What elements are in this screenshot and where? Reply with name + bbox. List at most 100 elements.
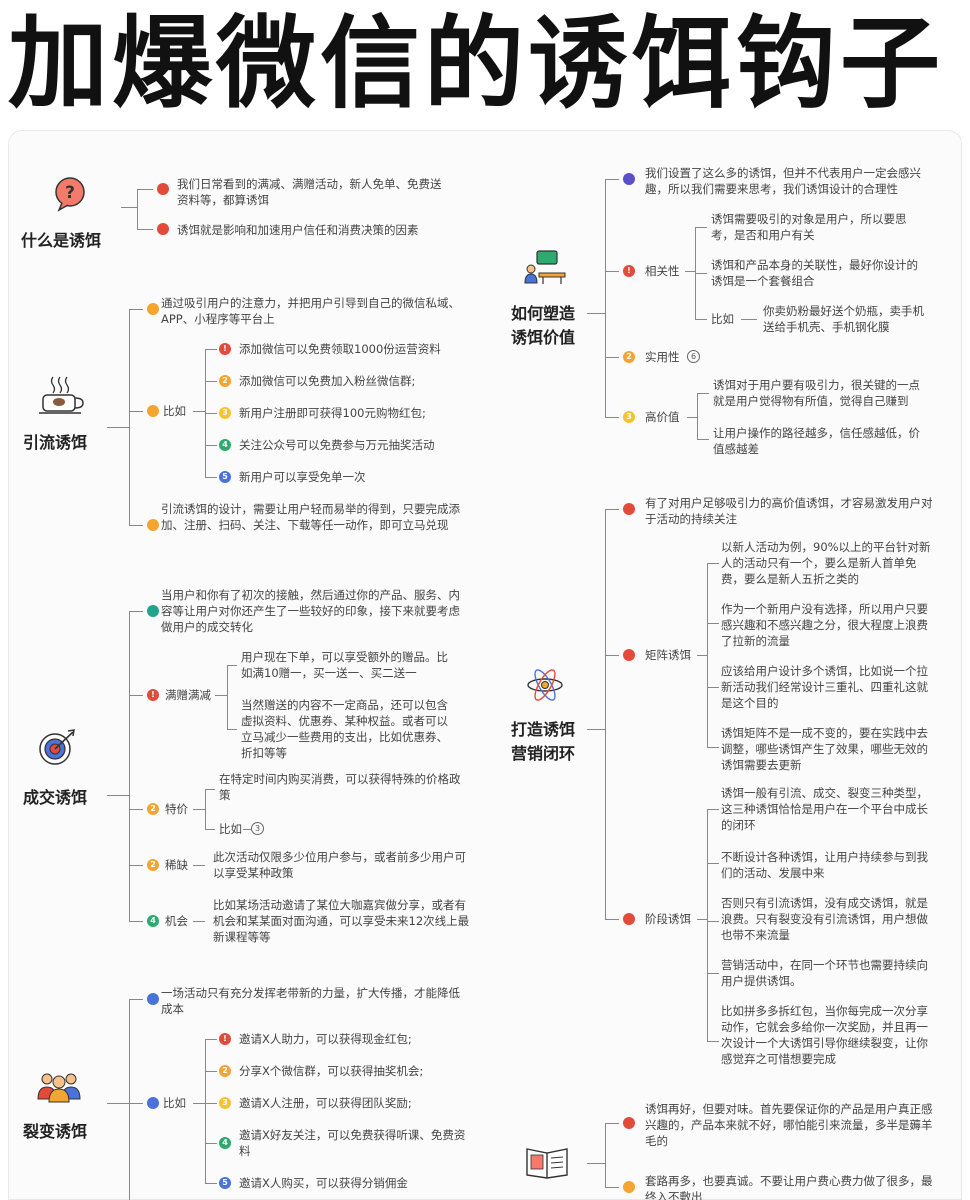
number-badge-1: ! (219, 343, 231, 355)
s3-b2-label: 特价 (165, 802, 188, 816)
s2-example-label: 比如 (163, 404, 186, 418)
bullet-icon (147, 519, 159, 531)
s3-b2-example-label: 比如 (219, 822, 242, 836)
s3-b1-item-1: 用户现在下单，可以享受额外的赠品。比如满10赠一，买一送一、买二送一 (241, 650, 448, 680)
s7-item-1: 诱饵再好，但要对味。首先要保证你的产品是用户真正感兴趣的，产品本来就不好，哪怕能… (645, 1102, 933, 1148)
number-badge-4: 4 (147, 915, 159, 927)
number-badge-4: 4 (219, 1137, 231, 1149)
s3-b3-item: 此次活动仅限多少位用户参与，或者前多少用户可以享受某种政策 (213, 850, 466, 880)
bullet-icon (147, 605, 159, 617)
mindmap-board: ? 什么是诱饵 我们日常看到的满减、满赠活动，新人免单、免费送资料等，都算诱饵 … (8, 130, 962, 1200)
s6-b1-item-2: 作为一个新用户没有选择，所以用户只要感兴趣和不感兴趣之分，很大程度上浪费了拉新的… (721, 602, 928, 648)
number-badge-2: 2 (623, 351, 635, 363)
presentation-meeting-icon (524, 250, 566, 284)
s3-b3-label: 稀缺 (165, 858, 188, 872)
s4-example-2: 分享X个微信群，可以获得抽奖机会; (239, 1064, 424, 1078)
s7-item-2: 套路再多，也要真诚。不要让用户费心费力做了很多，最终入不敷出 (645, 1174, 933, 1200)
number-badge-5: 5 (219, 1177, 231, 1189)
bullet-icon (623, 503, 635, 515)
page-title: 加爆微信的诱饵钩子 (8, 5, 944, 122)
s6-b2-item-1: 诱饵一般有引流、成交、裂变三种类型，这三种诱饵恰恰是用户在一个平台中成长的闭环 (721, 786, 928, 832)
s5-intro: 我们设置了这么多的诱饵，但并不代表用户一定会感兴趣，所以我们需要来思考，我们诱饵… (645, 166, 921, 196)
section-title-shape-value-l2: 诱饵价值 (511, 328, 576, 347)
section-title-closed-loop-l1: 打造诱饵 (511, 720, 576, 739)
target-icon (39, 729, 75, 765)
s3-b1-label: 满赠满减 (165, 688, 211, 702)
s5-b2-count-badge: 6 (687, 350, 700, 363)
s5-b1-example: 你卖奶粉最好送个奶瓶，卖手机送给手机壳、手机钢化膜 (763, 304, 924, 334)
bullet-icon (623, 173, 635, 185)
number-badge-2: 2 (219, 1065, 231, 1077)
section-title-closed-loop-l2: 营销闭环 (511, 744, 576, 763)
bullet-icon (147, 405, 159, 417)
s3-b1-item-2: 当然赠送的内容不一定商品，还可以包含虚拟资料、优惠券、某种权益。或者可以立马减少… (241, 698, 448, 760)
section-title-traffic-bait: 引流诱饵 (23, 433, 88, 452)
number-badge-1: ! (147, 689, 159, 701)
s6-b2-item-2: 不断设计各种诱饵，让用户持续参与到我们的活动、发展中来 (721, 850, 928, 880)
question-icon: ? (55, 177, 85, 212)
s5-b1-item-2: 诱饵和产品本身的关联性，最好你设计的诱饵是一个套餐组合 (711, 258, 918, 288)
s6-b1-item-1: 以新人活动为例，90%以上的平台针对新人的活动只有一个，要么是新人首单免费，要么… (721, 540, 931, 586)
number-badge-3: 3 (219, 407, 231, 419)
s4-example-4: 邀请X好友关注，可以免费获得听课、免费资料 (239, 1128, 466, 1158)
number-badge-3: 3 (219, 1097, 231, 1109)
s4-example-1: 邀请X人助力，可以获得现金红包; (239, 1032, 412, 1046)
people-group-icon (37, 1073, 81, 1103)
s2-example-2: 添加微信可以免费加入粉丝微信群; (239, 374, 416, 388)
s3-b2-item: 在特定时间内购买消费，可以获得特殊的价格政策 (219, 772, 461, 802)
s2-example-3: 新用户注册即可获得100元购物红包; (239, 406, 426, 420)
number-badge-1: ! (623, 265, 635, 277)
section-title-shape-value-l1: 如何塑造 (511, 304, 576, 323)
s5-b2-label: 实用性 (645, 350, 680, 364)
s4-example-5: 邀请X人购买，可以获得分销佣金 (239, 1176, 408, 1190)
s3-b4-label: 机会 (165, 914, 188, 928)
s1-item-2: 诱饵就是影响和加速用户信任和消费决策的因素 (177, 223, 419, 237)
section-title-what-is-bait: 什么是诱饵 (21, 231, 102, 250)
svg-text:?: ? (65, 183, 75, 203)
s6-b2-label: 阶段诱饵 (645, 912, 691, 926)
s4-example-label: 比如 (163, 1096, 186, 1110)
s2-example-4: 关注公众号可以免费参与万元抽奖活动 (239, 438, 435, 452)
s3-intro: 当用户和你有了初次的接触，然后通过你的产品、服务、内容等让用户对你还产生了一些较… (161, 588, 460, 634)
s6-b1-item-4: 诱饵矩阵不是一成不变的，要在实践中去调整，哪些诱饵产生了效果，哪些无效的诱饵需要… (721, 726, 928, 772)
number-badge-5: 5 (219, 471, 231, 483)
number-badge-2: 2 (219, 375, 231, 387)
s5-b1-label: 相关性 (645, 264, 680, 278)
number-badge-3: 2 (147, 859, 159, 871)
s5-b1-item-1: 诱饵需要吸引的对象是用户，所以要思考，是否和用户有关 (711, 212, 907, 242)
s6-b2-item-3: 否则只有引流诱饵，没有成交诱饵，就是浪费。只有裂变没有引流诱饵，用户想做也带不来… (721, 896, 928, 942)
number-badge-3: 3 (623, 411, 635, 423)
number-badge-4: 4 (219, 439, 231, 451)
s2-example-5: 新用户可以享受免单一次 (239, 470, 366, 484)
s5-b3-label: 高价值 (645, 410, 680, 424)
bullet-icon (623, 1117, 635, 1129)
coffee-cup-icon (39, 376, 84, 414)
bullet-icon (147, 303, 159, 315)
s6-b1-item-3: 应该给用户设计多个诱饵，比如说一个拉新活动我们经常设计三重礼、四重礼这就是这个目… (721, 664, 928, 710)
section-title-deal-bait: 成交诱饵 (23, 788, 88, 807)
s6-b2-item-5: 比如拼多多拆红包，当你每完成一次分享动作，它就会多给你一次奖励，并且再一次设计一… (721, 1004, 928, 1066)
s6-b2-item-4: 营销活动中，在同一个环节也需要持续向用户提供诱饵。 (721, 958, 928, 988)
s1-item-1: 我们日常看到的满减、满赠活动，新人免单、免费送资料等，都算诱饵 (177, 177, 442, 207)
s5-b3-item-1: 诱饵对于用户要有吸引力，很关键的一点就是用户觉得物有所值，觉得自己赚到 (713, 378, 920, 408)
bullet-icon (157, 183, 169, 195)
s2-intro: 通过吸引用户的注意力，并把用户引导到自己的微信私域、APP、小程序等平台上 (161, 296, 460, 326)
s6-b1-label: 矩阵诱饵 (645, 648, 691, 662)
number-badge-2: 2 (147, 803, 159, 815)
s6-intro: 有了对用户足够吸引力的高价值诱饵，才容易激发用户对于活动的持续关注 (645, 496, 933, 526)
section-title-fission-bait: 裂变诱饵 (23, 1122, 88, 1141)
s2-outro: 引流诱饵的设计，需要让用户轻而易举的得到，只要完成添加、注册、扫码、关注、下载等… (161, 502, 460, 532)
bullet-icon (623, 913, 635, 925)
bullet-icon (157, 223, 169, 235)
s5-b3-item-2: 让用户操作的路径越多，信任感越低，价值感越差 (713, 426, 920, 456)
book-icon (526, 1148, 568, 1179)
bullet-icon (147, 1097, 159, 1109)
bullet-icon (147, 993, 159, 1005)
s2-example-1: 添加微信可以免费领取1000份运营资料 (239, 342, 441, 356)
bullet-icon (623, 1181, 635, 1193)
atom-icon (527, 669, 563, 701)
s5-b1-example-label: 比如 (711, 312, 734, 326)
bullet-icon (623, 649, 635, 661)
s3-b2-count-badge: 3 (251, 822, 264, 835)
s4-example-3: 邀请X人注册，可以获得团队奖励; (239, 1096, 412, 1110)
